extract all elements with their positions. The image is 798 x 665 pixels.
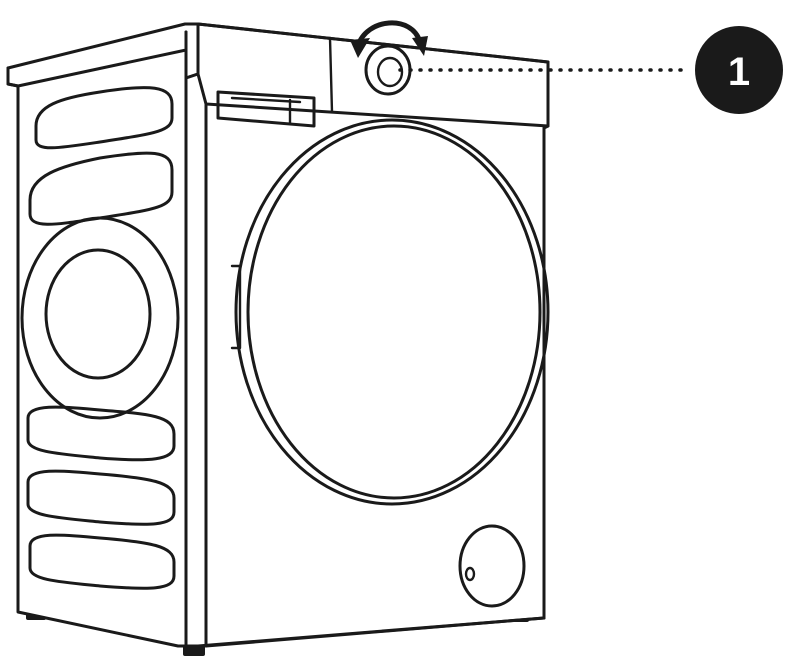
detergent-drawer — [216, 90, 316, 128]
door-glass — [246, 124, 542, 500]
side-rib-1 — [34, 86, 174, 150]
front-panel — [184, 22, 550, 648]
callout-circle — [695, 26, 783, 114]
side-drum-outer — [20, 216, 180, 420]
knob-inner — [376, 56, 404, 88]
callout-number: 1 — [728, 50, 750, 94]
side-panel — [6, 22, 200, 648]
side-rib-2 — [28, 151, 174, 226]
callout-badge: 1 — [695, 26, 783, 114]
side-rib-4 — [26, 469, 176, 526]
filter-hatch — [458, 524, 526, 608]
door-outer-ring — [234, 118, 550, 506]
door — [230, 118, 550, 506]
side-drum-inner — [44, 248, 152, 380]
curved-rotate-arrow-icon — [350, 20, 428, 58]
side-rib-5 — [28, 533, 176, 590]
side-rib-3 — [26, 405, 176, 462]
